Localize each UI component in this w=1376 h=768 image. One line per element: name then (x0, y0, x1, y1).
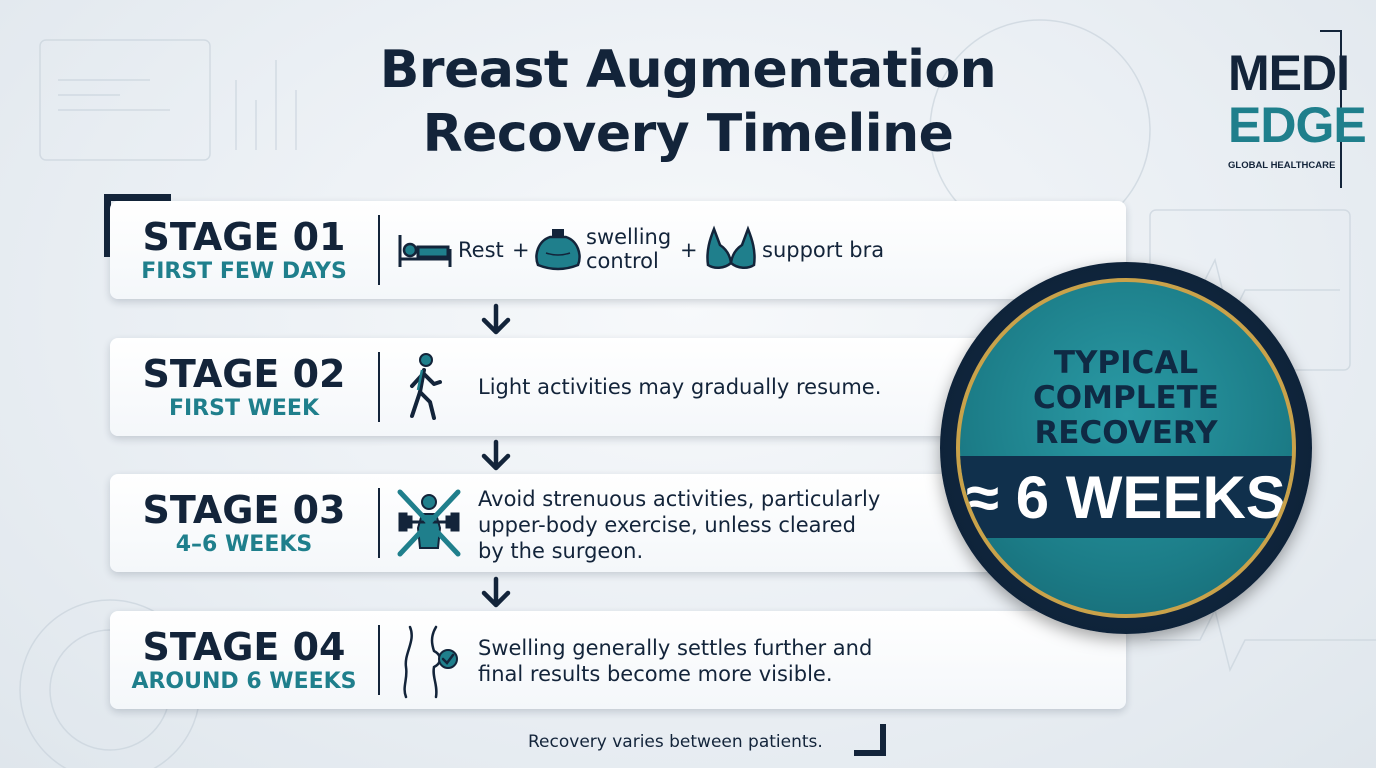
no-weightlifting-icon (397, 489, 461, 557)
badge-line-2: COMPLETE (1033, 380, 1219, 416)
stage-label: STAGE 02 (142, 352, 346, 396)
recovery-badge: TYPICAL COMPLETE RECOVERY ≈ 6 WEEKS (940, 262, 1312, 634)
page-title: Breast Augmentation Recovery Timeline (0, 38, 1376, 166)
stage-description: Avoid strenuous activities, particularly… (478, 486, 880, 564)
stage-label: STAGE 01 (142, 215, 346, 259)
arrow-down-icon (481, 303, 511, 335)
body-profile-check-icon (403, 625, 458, 699)
corner-bracket-top-left (104, 194, 171, 257)
divider (378, 488, 380, 558)
stage-label: STAGE 03 (142, 488, 346, 532)
plus-sign: + (512, 238, 530, 262)
footnote: Recovery varies between patients. (528, 732, 823, 752)
desc-line-3: by the surgeon. (478, 539, 644, 563)
desc-line-1: Swelling generally settles further and (478, 636, 873, 660)
walking-person-icon (410, 353, 442, 420)
stage-subtitle: FIRST WEEK (168, 396, 320, 421)
swelling-line-1: swelling (586, 225, 672, 249)
divider (378, 625, 380, 695)
badge-line-1: TYPICAL (1053, 345, 1199, 381)
ice-pack-icon (535, 229, 581, 271)
stage-card-2: STAGE 02 FIRST WEEK Light activities may… (110, 338, 1126, 436)
logo-line-2: EDGE (1228, 97, 1367, 153)
bra-icon (706, 225, 756, 269)
stage-card-4: STAGE 04 AROUND 6 WEEKS Swelling general… (110, 611, 1126, 709)
badge-band (960, 456, 1292, 538)
stage-card-1: STAGE 01 FIRST FEW DAYS Rest + swelling … (110, 201, 1126, 299)
desc-line-2: final results become more visible. (478, 662, 833, 686)
rest-text: Rest (458, 238, 504, 262)
desc-line-1: Avoid strenuous activities, particularly (478, 487, 881, 511)
badge-value: ≈ 6 WEEKS (966, 464, 1286, 531)
swelling-control-text: swelling control (586, 225, 671, 273)
title-line-1: Breast Augmentation (379, 40, 997, 100)
stage-description: Light activities may gradually resume. (478, 375, 882, 399)
stage-label: STAGE 04 (142, 625, 346, 669)
badge-line-3: RECOVERY (1034, 415, 1218, 451)
plus-sign: + (680, 238, 698, 262)
stage-subtitle: 4–6 WEEKS (175, 532, 313, 557)
desc-line-2: upper-body exercise, unless cleared (478, 513, 856, 537)
swelling-line-2: control (586, 249, 659, 273)
support-bra-text: support bra (762, 238, 885, 262)
title-line-2: Recovery Timeline (422, 104, 954, 164)
arrow-down-icon (481, 439, 511, 471)
badge-heading: TYPICAL COMPLETE RECOVERY (960, 346, 1292, 451)
arrow-down-icon (481, 576, 511, 608)
stage-subtitle: AROUND 6 WEEKS (131, 669, 357, 694)
divider (378, 215, 380, 285)
logo-line-1: MEDI (1228, 45, 1350, 101)
corner-bracket-bottom-right (854, 724, 886, 756)
logo: MEDI EDGE GLOBAL HEALTHCARE (1226, 30, 1367, 188)
stage-description: Swelling generally settles further and f… (478, 635, 872, 687)
divider (378, 352, 380, 422)
bed-icon (398, 235, 452, 267)
badge-inner: TYPICAL COMPLETE RECOVERY ≈ 6 WEEKS (956, 278, 1296, 618)
logo-frame (1320, 30, 1342, 188)
logo-line-3: GLOBAL HEALTHCARE (1228, 160, 1336, 171)
stage-subtitle: FIRST FEW DAYS (141, 259, 347, 284)
